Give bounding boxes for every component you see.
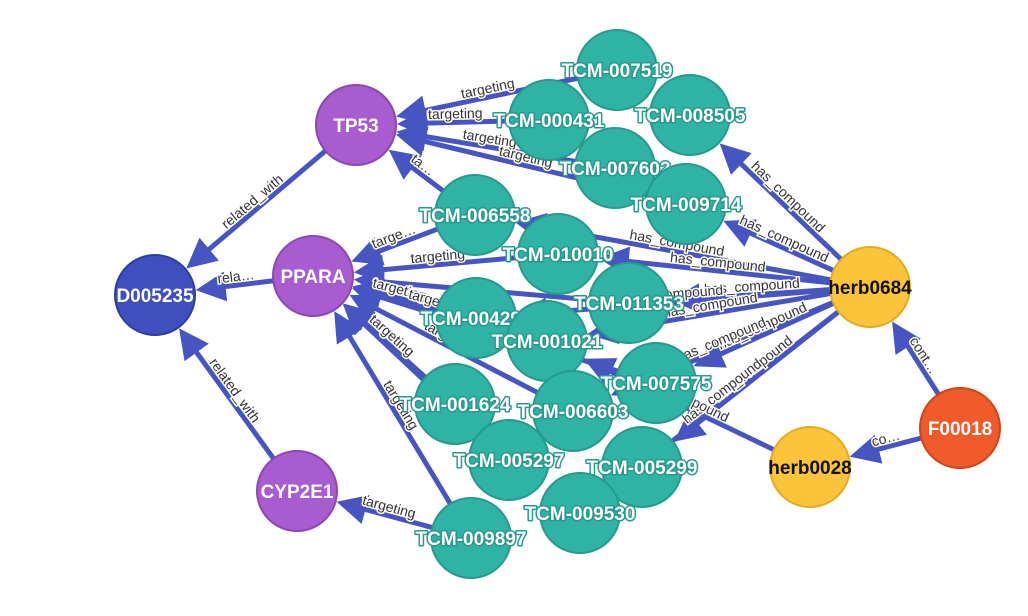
node-circle[interactable] (272, 235, 354, 317)
node-tcm000431[interactable]: TCM-000431 (492, 79, 606, 161)
node-tcm007575[interactable]: TCM-007575 (599, 342, 713, 424)
node-circle[interactable] (769, 426, 851, 508)
edge-herb0684-tcm008505[interactable] (719, 143, 843, 262)
node-label: TCM-000431 (494, 111, 605, 132)
node-label: TCM-008505 (635, 106, 746, 127)
edge-herb0684-tcm009714[interactable] (723, 219, 835, 273)
node-circle[interactable] (468, 419, 550, 501)
edge-tcm009897-ppara[interactable] (334, 311, 453, 506)
node-tcm010010[interactable]: TCM-010010 (501, 213, 615, 295)
node-label: CYP2E1 (261, 482, 334, 503)
node-circle[interactable] (574, 127, 656, 209)
node-label: TCM-001021 (492, 332, 603, 353)
node-circle[interactable] (434, 174, 516, 256)
node-circle[interactable] (919, 387, 1001, 469)
node-tp53[interactable]: TP53 (315, 84, 397, 166)
node-d005235[interactable]: D005235 (114, 254, 196, 336)
node-tcm005297[interactable]: TCM-005297 (452, 419, 566, 501)
node-label: TCM-005297 (454, 451, 565, 472)
node-circle[interactable] (588, 262, 670, 344)
edge-herb0684-tcm010010[interactable] (598, 246, 831, 286)
node-tcm001021[interactable]: TCM-001021 (490, 300, 604, 382)
node-circle[interactable] (414, 363, 496, 445)
node-herb0684[interactable]: herb0684 (828, 246, 912, 328)
node-circle[interactable] (508, 79, 590, 161)
node-label: TCM-005299 (587, 458, 698, 479)
node-circle[interactable] (615, 342, 697, 424)
node-tcm009530[interactable]: TCM-009530 (523, 472, 637, 554)
node-circle[interactable] (576, 29, 658, 111)
node-circle[interactable] (532, 370, 614, 452)
edge-label: related_with (206, 355, 263, 426)
node-tcm009714[interactable]: TCM-009714 (629, 163, 743, 245)
node-label: TCM-009530 (525, 504, 636, 525)
node-tcm008505[interactable]: TCM-008505 (633, 74, 747, 156)
node-label: TCM-006603 (518, 402, 629, 423)
node-label: TCM-007602 (560, 159, 671, 180)
node-tcm001624[interactable]: TCM-001624 (398, 363, 512, 445)
edge-f00018-herb0684[interactable] (892, 321, 941, 396)
edge-f00018-herb0028[interactable] (849, 434, 922, 464)
node-circle[interactable] (645, 163, 727, 245)
node-label: TP53 (333, 116, 378, 137)
node-tcm011353[interactable]: TCM-011353 (573, 262, 685, 344)
node-label: TCM-006558 (420, 206, 531, 227)
node-label: TCM-009897 (416, 529, 527, 550)
node-circle[interactable] (114, 254, 196, 336)
node-circle[interactable] (649, 74, 731, 156)
node-label: TCM-009714 (631, 195, 742, 216)
edge-tcm006558-ppara[interactable] (351, 226, 439, 266)
node-circle[interactable] (829, 246, 911, 328)
node-cyp2e1[interactable]: CYP2E1 (256, 450, 338, 532)
edge-label: rela… (216, 266, 255, 286)
edge-label: ta… (408, 151, 438, 179)
node-label: TCM-001624 (400, 395, 511, 416)
node-label: D005235 (116, 286, 194, 307)
edge-tp53-d005235[interactable] (186, 148, 328, 269)
node-circle[interactable] (517, 213, 599, 295)
node-circle[interactable] (430, 497, 512, 579)
node-label: TCM-010010 (503, 245, 614, 266)
node-tcm007602[interactable]: TCM-007602 (558, 127, 672, 209)
node-tcm006558[interactable]: TCM-006558 (418, 174, 532, 256)
node-label: herb0028 (768, 458, 851, 479)
node-circle[interactable] (256, 450, 338, 532)
edge-label: targeting (410, 245, 466, 266)
node-label: TCM-007519 (562, 61, 673, 82)
edge-cyp2e1-d005235[interactable] (179, 328, 276, 461)
node-tcm006603[interactable]: TCM-006603 (516, 370, 630, 452)
node-tcm007519[interactable]: TCM-007519 (560, 29, 674, 111)
node-circle[interactable] (601, 426, 683, 508)
node-label: TCM-011353 (574, 294, 684, 315)
node-circle[interactable] (539, 472, 621, 554)
node-label: PPARA (280, 267, 345, 288)
edge-tcm010010-ppara[interactable] (353, 254, 519, 285)
edge-label: targeting (428, 105, 483, 122)
edge-ppara-d005235[interactable] (195, 271, 274, 302)
node-tcm005299[interactable]: TCM-005299 (585, 426, 699, 508)
edge-tcm006558-tp53[interactable] (388, 149, 445, 193)
node-herb0028[interactable]: herb0028 (768, 426, 852, 508)
node-label: herb0684 (828, 278, 912, 299)
node-ppara[interactable]: PPARA (272, 235, 354, 317)
node-circle[interactable] (315, 84, 397, 166)
node-label: F00018 (928, 419, 992, 440)
node-tcm009897[interactable]: TCM-009897 (414, 497, 528, 579)
node-label: TCM-007575 (601, 374, 712, 395)
edge-label: related_with (218, 171, 286, 232)
node-f00018[interactable]: F00018 (919, 387, 1001, 469)
edge-tcm009897-cyp2e1[interactable] (336, 495, 434, 530)
